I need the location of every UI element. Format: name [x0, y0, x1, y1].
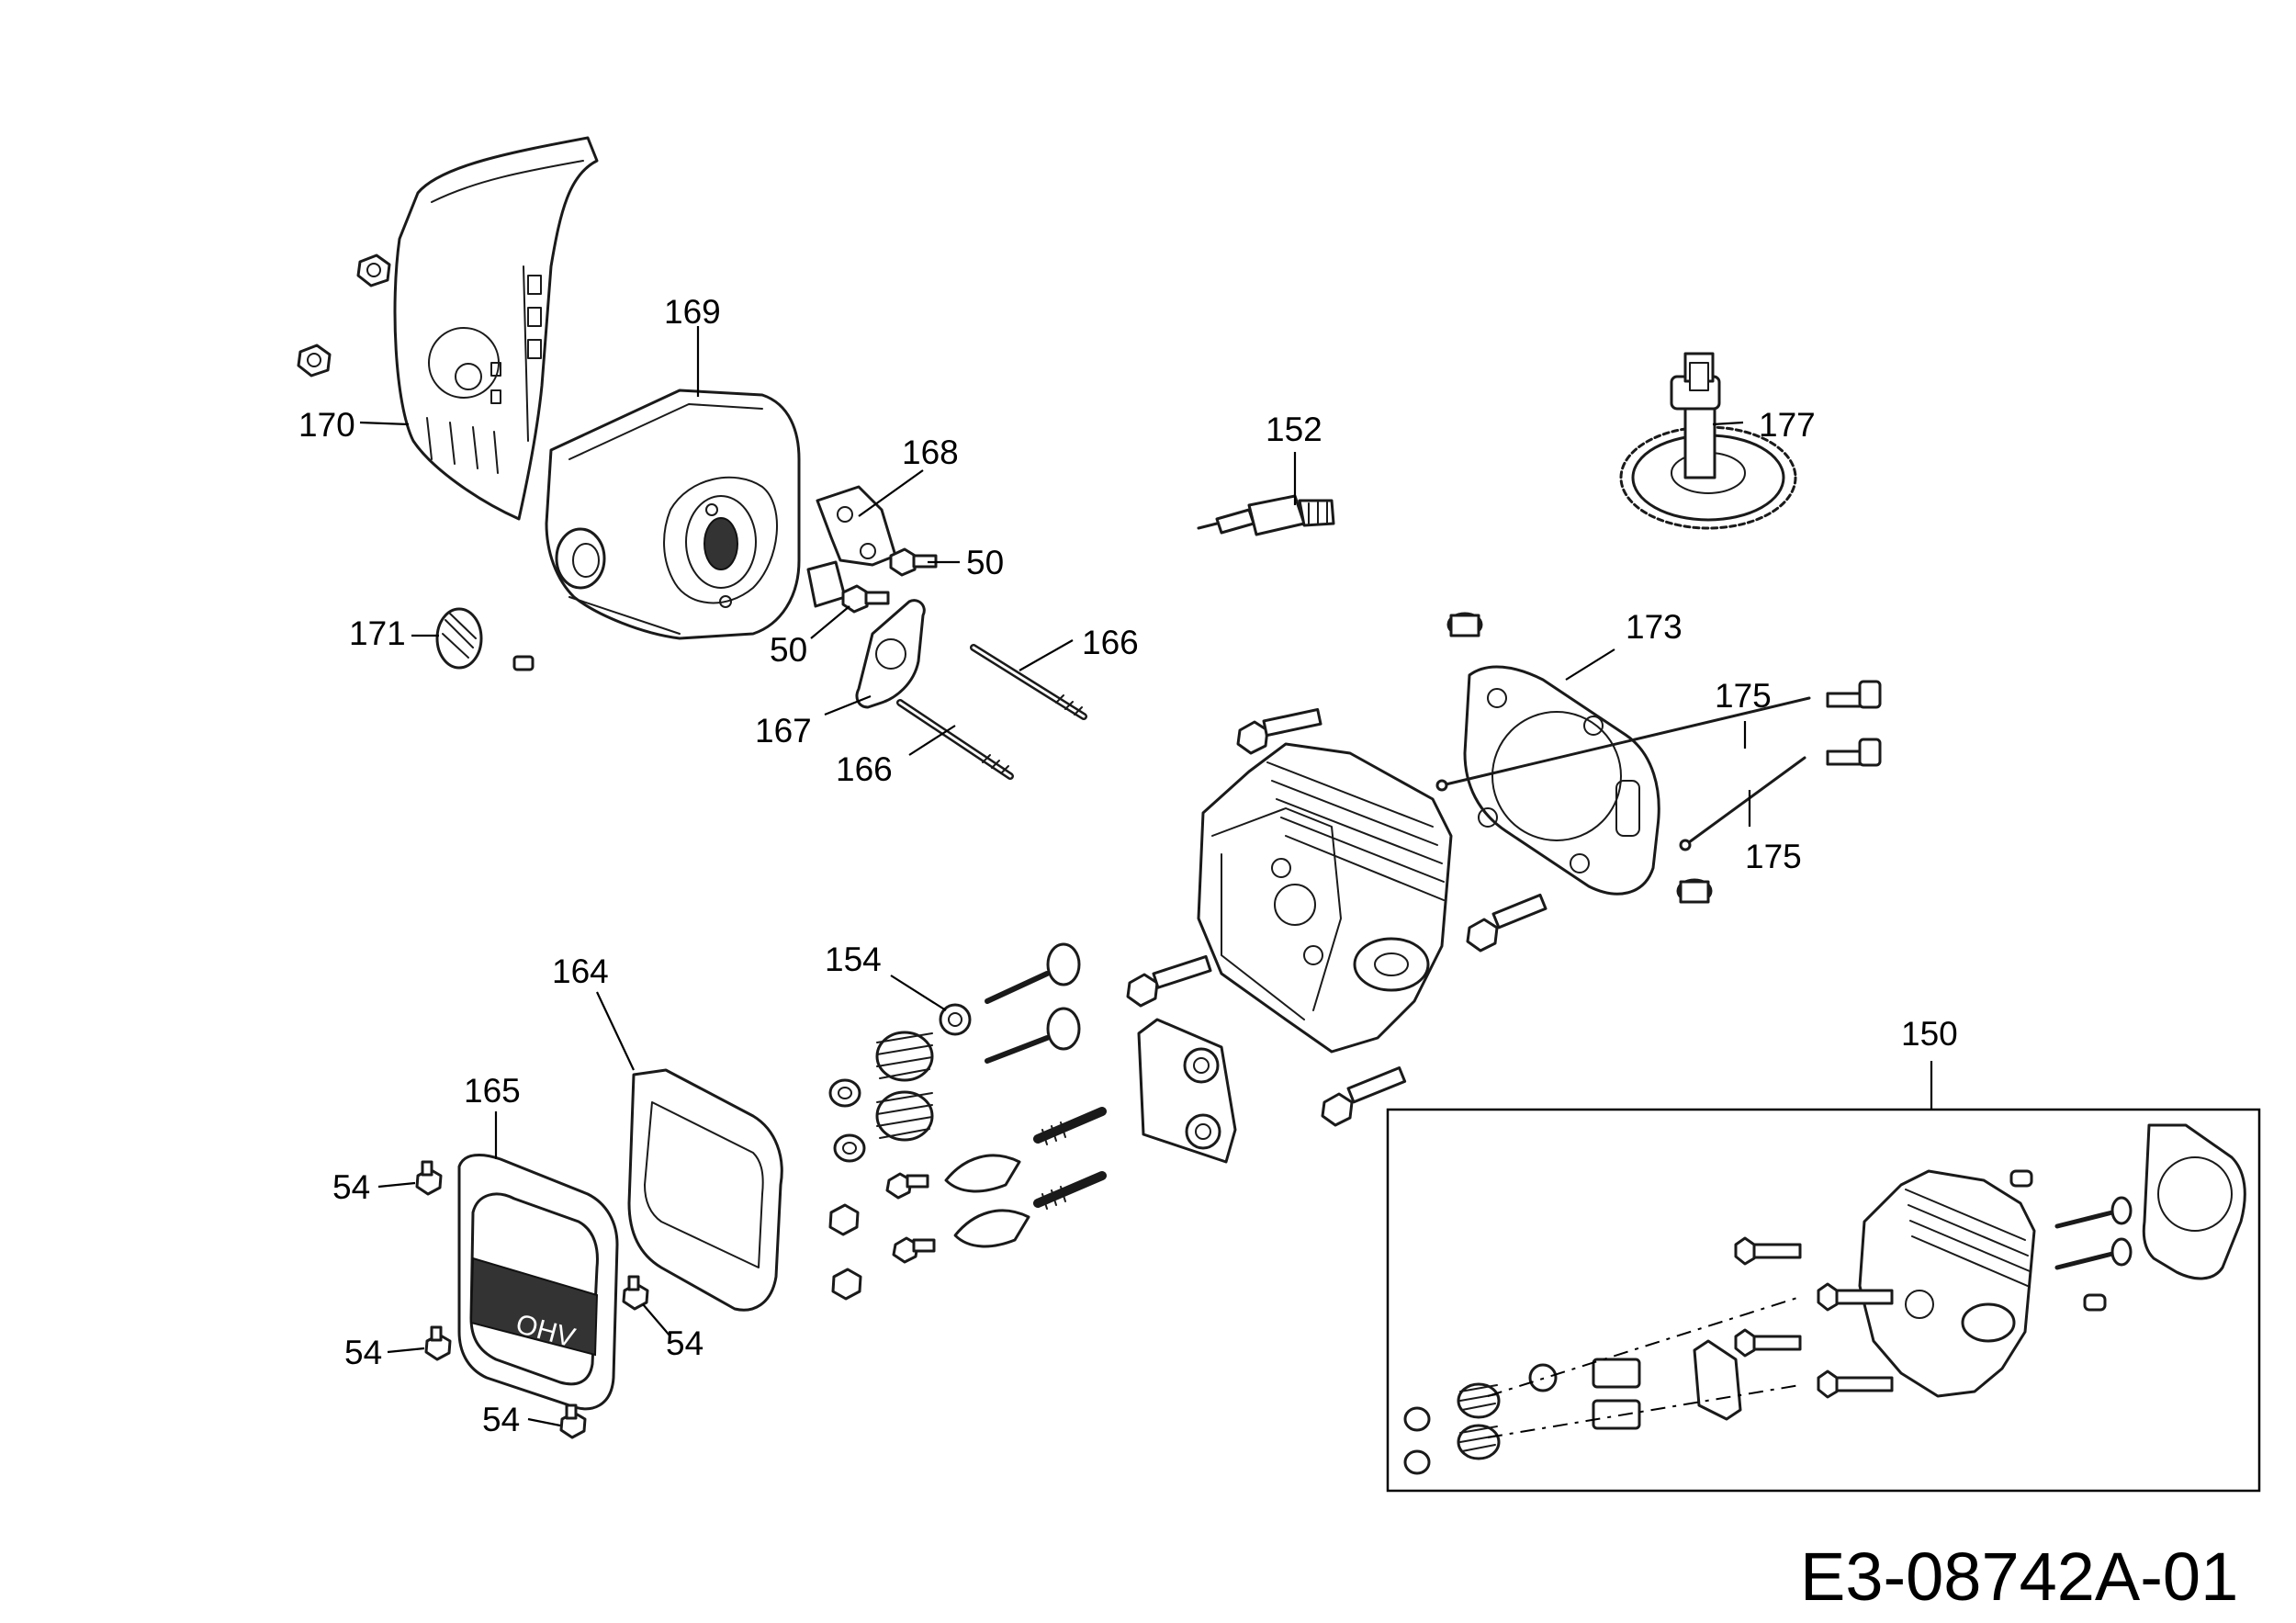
- part-171-spark-arrester: [435, 607, 483, 670]
- callout-177: 177: [1759, 406, 1816, 444]
- spark-arrester-screw: [512, 655, 535, 671]
- head-bolt-bottom: [1321, 1066, 1407, 1127]
- callout-152: 152: [1266, 411, 1322, 448]
- leader-166-upper: [1019, 639, 1074, 671]
- part-168-muffler-bracket: [806, 485, 897, 608]
- cylinder-head-bolt-right-upper: [1826, 680, 1882, 709]
- callout-171: 171: [349, 614, 406, 652]
- part-175-push-rod-lower: [1679, 756, 1806, 851]
- callout-50-upper: 50: [966, 544, 1004, 581]
- dowel-pin-lower: [1676, 878, 1713, 904]
- rocker-stud-lower: [1033, 1171, 1107, 1210]
- callout-165: 165: [464, 1072, 521, 1110]
- part-177-camshaft: [1619, 352, 1797, 530]
- leader-54-b: [387, 1347, 425, 1354]
- callout-50-lower: 50: [770, 631, 807, 669]
- callout-labels: 169 170 168 50 50 171 166 167 166 152 17…: [298, 293, 1958, 1438]
- head-bolt-top: [1236, 708, 1322, 755]
- callout-168: 168: [902, 434, 959, 471]
- rocker-guide-plate: [1137, 1018, 1237, 1164]
- part-170-muffler-heat-shield: [393, 136, 599, 521]
- rocker-arm-lower: [953, 1209, 1030, 1248]
- callout-170: 170: [298, 406, 355, 444]
- part-165-valve-cover: OHV: [457, 1154, 619, 1411]
- pivot-bolt-upper: [885, 1172, 929, 1200]
- part-54-bolt-c: [559, 1403, 587, 1439]
- part-166-stud-lower: [896, 699, 1014, 780]
- part-50-bolt-lower: [841, 584, 890, 614]
- part-169-muffler: [545, 389, 801, 640]
- callout-175-upper: 175: [1715, 677, 1772, 715]
- heat-shield-nut-lower: [297, 344, 332, 378]
- part-166-stud-upper: [970, 644, 1087, 720]
- callout-166-upper: 166: [1082, 624, 1139, 661]
- part-152-spark-plug: [1197, 494, 1335, 536]
- leader-166-lower: [908, 725, 956, 756]
- leader-54-c: [527, 1417, 561, 1427]
- part-175-push-rod-upper: [1435, 696, 1811, 792]
- heat-shield-nut-upper: [356, 254, 391, 287]
- spring-retainer-upper: [828, 1078, 861, 1108]
- part-173-head-gasket: [1463, 665, 1660, 896]
- exhaust-valve: [985, 1007, 1081, 1064]
- spring-retainer-lower: [833, 1133, 866, 1163]
- leader-54-a: [377, 1181, 416, 1189]
- leader-167: [824, 694, 872, 716]
- pivot-bolt-lower: [892, 1236, 936, 1264]
- part-54-bolt-d: [622, 1275, 649, 1311]
- rocker-arm-upper: [944, 1154, 1021, 1193]
- callout-164: 164: [552, 952, 609, 990]
- valve-spring-lower: [875, 1090, 934, 1142]
- part-154-valve-stem-seal: [939, 1003, 972, 1036]
- callout-175-lower: 175: [1745, 838, 1802, 875]
- cylinder-head-bolt-right-lower: [1826, 738, 1882, 767]
- intake-valve: [985, 942, 1081, 1004]
- head-bolt-right: [1466, 893, 1548, 952]
- leader-lines: [359, 326, 1933, 1427]
- leader-54-d: [642, 1303, 671, 1337]
- rocker-stud-upper: [1033, 1107, 1107, 1145]
- document-number: E3-08742A-01: [1800, 1538, 2238, 1615]
- part-54-bolt-b: [424, 1325, 452, 1361]
- part-164-valve-cover-gasket: [627, 1068, 783, 1312]
- leader-177: [1712, 421, 1744, 426]
- callout-173: 173: [1626, 608, 1683, 646]
- cylinder-head: [1197, 742, 1453, 1054]
- leader-168: [858, 469, 924, 517]
- valve-spring-upper: [875, 1031, 934, 1082]
- callout-54-b: 54: [344, 1334, 382, 1371]
- callout-54-a: 54: [332, 1168, 370, 1206]
- callout-54-d: 54: [666, 1324, 703, 1362]
- leader-173: [1565, 648, 1615, 681]
- part-54-bolt-a: [415, 1160, 443, 1196]
- head-bolt-left: [1126, 954, 1212, 1008]
- part-167-exhaust-gasket: [855, 599, 926, 709]
- adjuster-nut-upper: [828, 1203, 860, 1236]
- callout-54-c: 54: [482, 1401, 520, 1438]
- callout-166-lower: 166: [836, 750, 893, 788]
- leader-164: [596, 991, 635, 1071]
- part-150-cylinder-head-assembly-inset: [1386, 1108, 2261, 1493]
- adjuster-nut-lower: [831, 1268, 862, 1301]
- leader-154: [890, 975, 947, 1011]
- leader-170: [359, 421, 410, 426]
- leader-50-lower: [810, 605, 850, 639]
- dowel-pin-upper: [1446, 612, 1483, 637]
- callout-150: 150: [1901, 1015, 1958, 1053]
- callout-154: 154: [825, 941, 882, 978]
- callout-169: 169: [664, 293, 721, 331]
- callout-167: 167: [755, 712, 812, 750]
